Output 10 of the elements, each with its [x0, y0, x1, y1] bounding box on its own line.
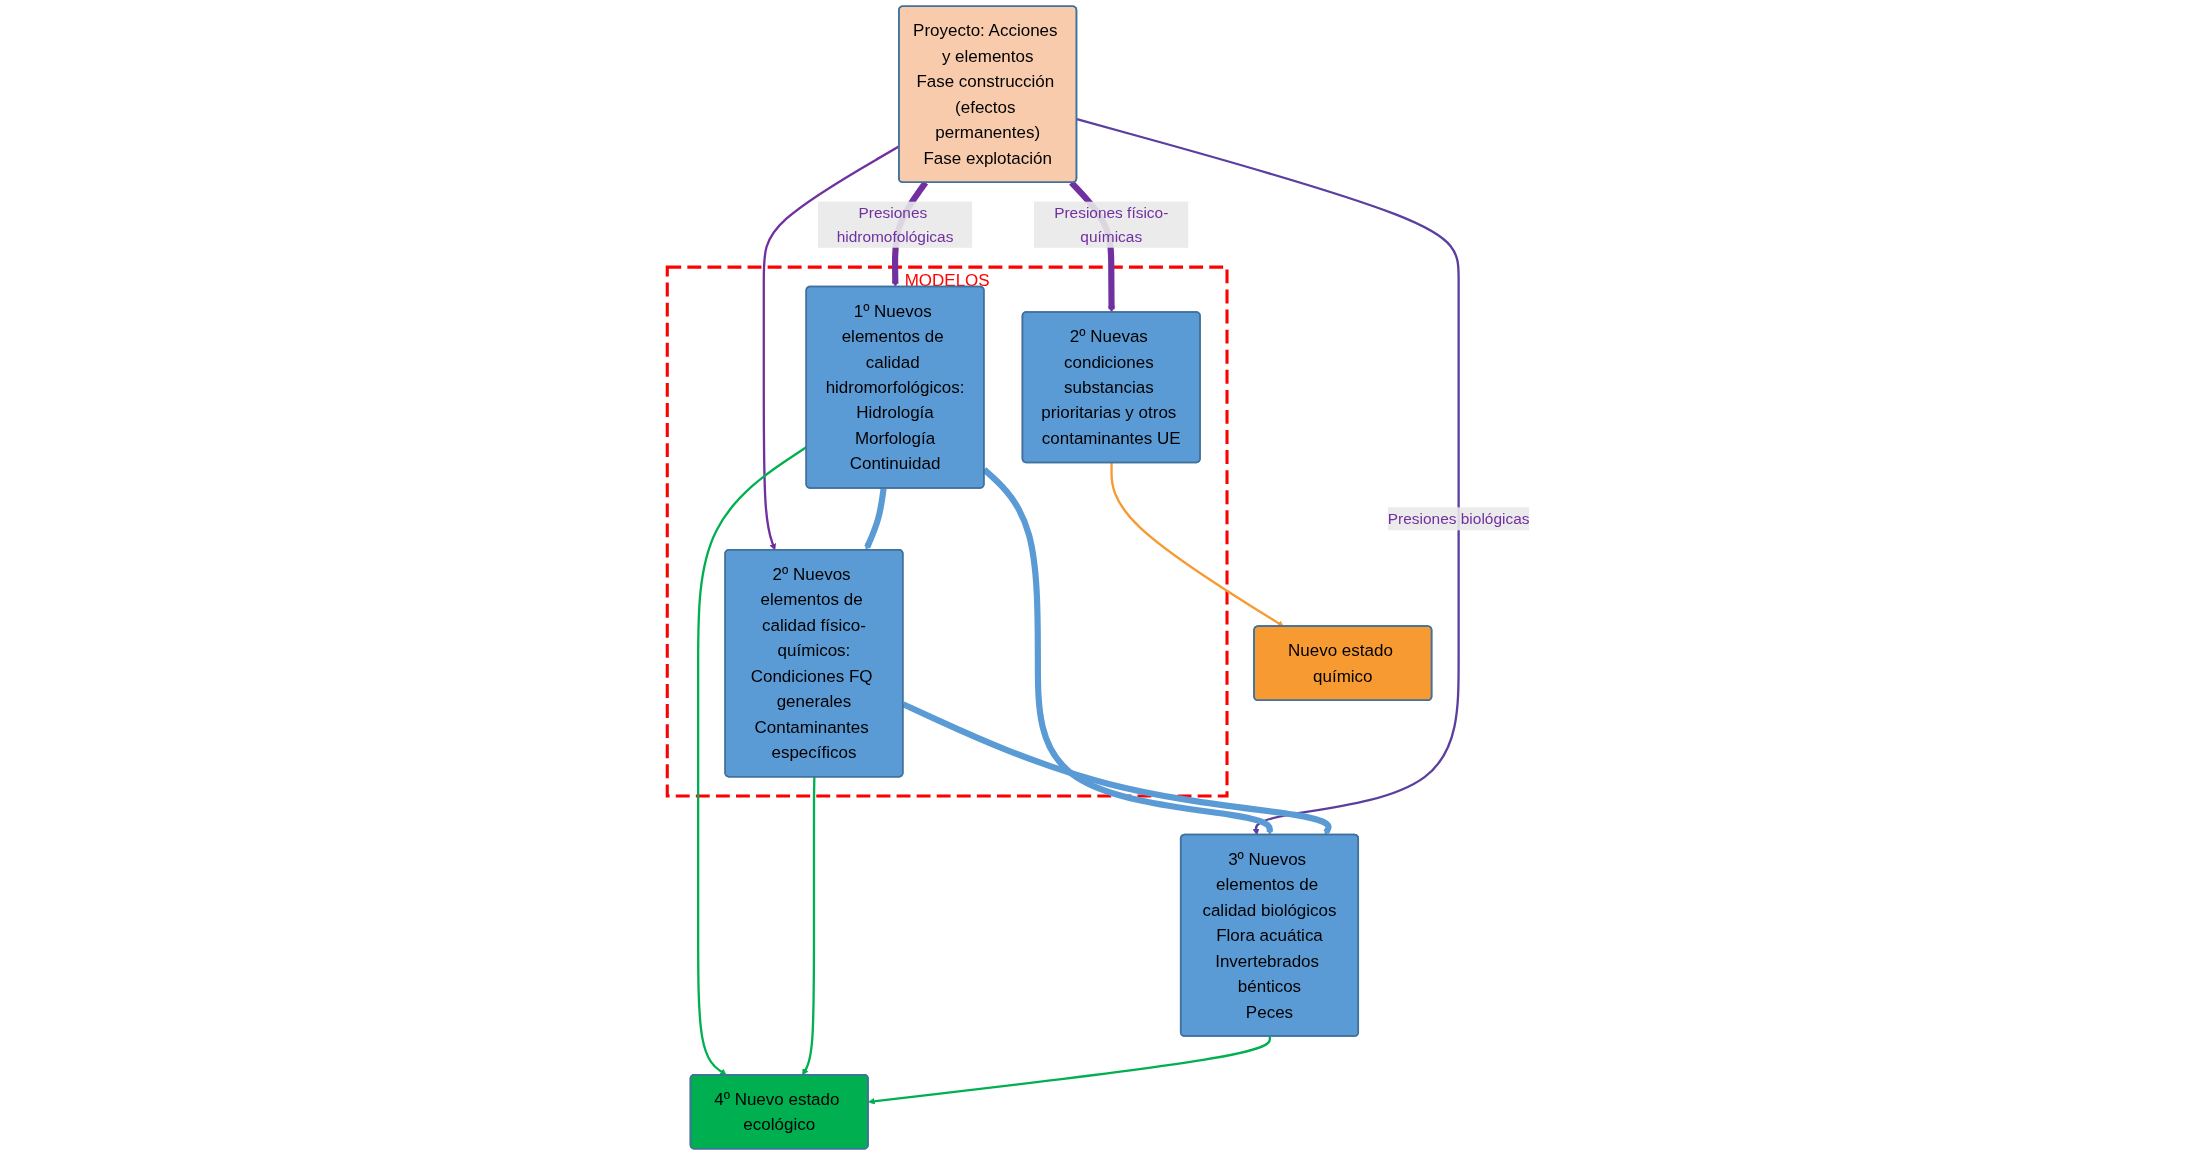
edge-label: Presiones hidromofológicas: [836, 204, 954, 245]
arrow: [864, 487, 887, 551]
edge-label: Presiones físico-químicas: [1054, 204, 1169, 245]
arrow: [802, 777, 816, 1076]
arrow: [902, 701, 1332, 836]
arrow: [1076, 118, 1460, 836]
edge-label: Presiones biológicas: [1387, 510, 1530, 528]
arrow: [1110, 462, 1285, 627]
arrow: [762, 145, 900, 551]
arrow: [868, 1036, 1272, 1105]
